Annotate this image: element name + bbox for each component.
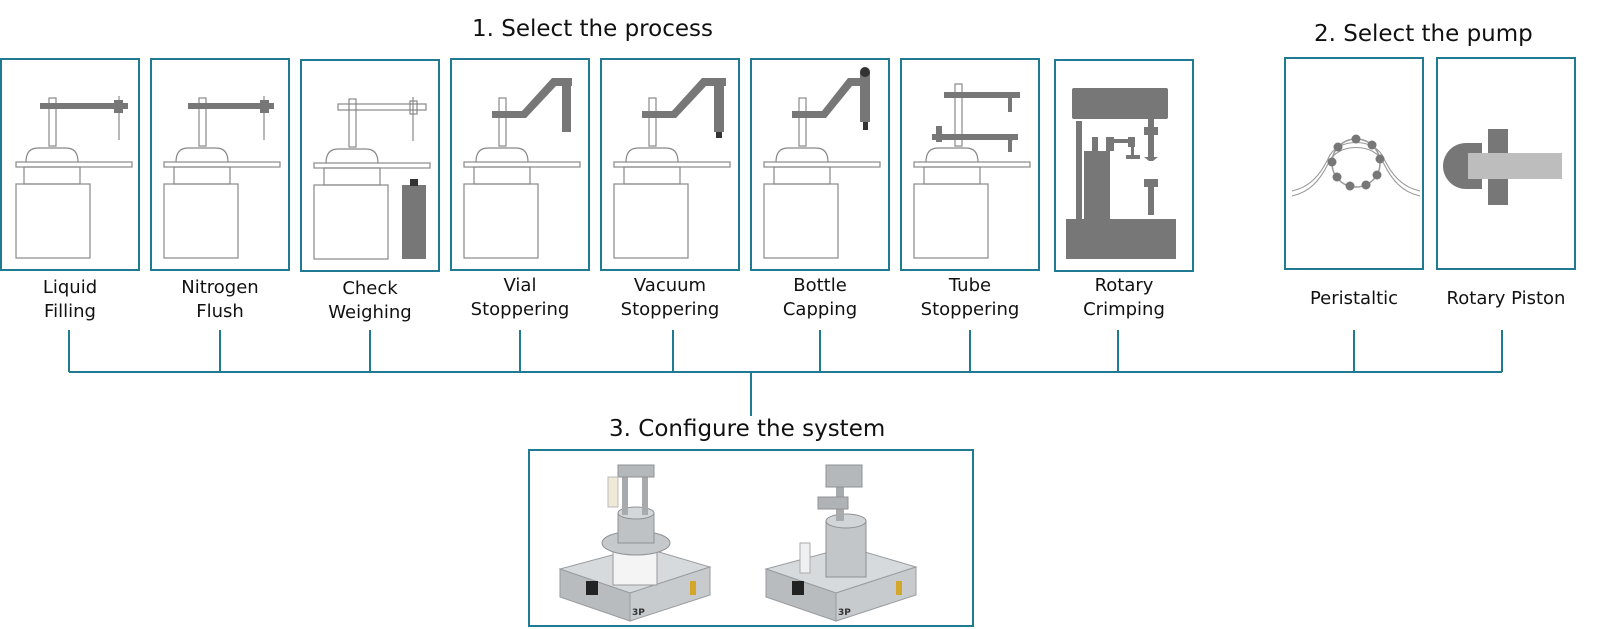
system-unit-left: 3P — [558, 464, 712, 622]
liquid-filling-icon — [15, 96, 133, 259]
system-badge-left: 3P — [632, 608, 645, 618]
system-configuration-illustration: 3P 3P — [558, 464, 918, 622]
check-weighing-icon — [313, 97, 431, 260]
step3-heading: 3. Configure the system — [609, 416, 886, 442]
rotary-crimping-icon — [1066, 88, 1176, 259]
system-badge-right: 3P — [838, 608, 851, 618]
process-card-bottle-capping[interactable] — [750, 58, 890, 271]
nitrogen-flush-icon — [163, 96, 281, 259]
pump-card-peristaltic[interactable] — [1284, 57, 1424, 270]
peristaltic-pump-icon — [1291, 134, 1421, 197]
process-card-liquid-filling[interactable] — [0, 58, 140, 271]
step1-heading: 1. Select the process — [472, 16, 713, 42]
process-card-rotary-crimping[interactable] — [1054, 59, 1194, 272]
system-configuration-card[interactable]: 3P 3P — [528, 449, 974, 627]
pump-card-rotary-piston[interactable] — [1436, 57, 1576, 270]
process-card-vial-stoppering[interactable] — [450, 58, 590, 271]
vial-stoppering-icon — [463, 78, 581, 259]
step2-heading: 2. Select the pump — [1314, 21, 1533, 47]
process-card-tube-stoppering[interactable] — [900, 58, 1040, 271]
rotary-piston-pump-icon — [1443, 129, 1562, 205]
bottle-capping-icon — [763, 67, 881, 259]
vacuum-stoppering-icon — [613, 78, 731, 259]
process-card-check-weighing[interactable] — [300, 59, 440, 272]
process-card-vacuum-stoppering[interactable] — [600, 58, 740, 271]
pump-label-rotary-piston: Rotary Piston — [1446, 288, 1566, 309]
system-unit-right: 3P — [764, 464, 918, 622]
process-card-nitrogen-flush[interactable] — [150, 58, 290, 271]
tube-stoppering-icon — [913, 83, 1031, 259]
pump-label-peristaltic: Peristaltic — [1309, 288, 1399, 309]
